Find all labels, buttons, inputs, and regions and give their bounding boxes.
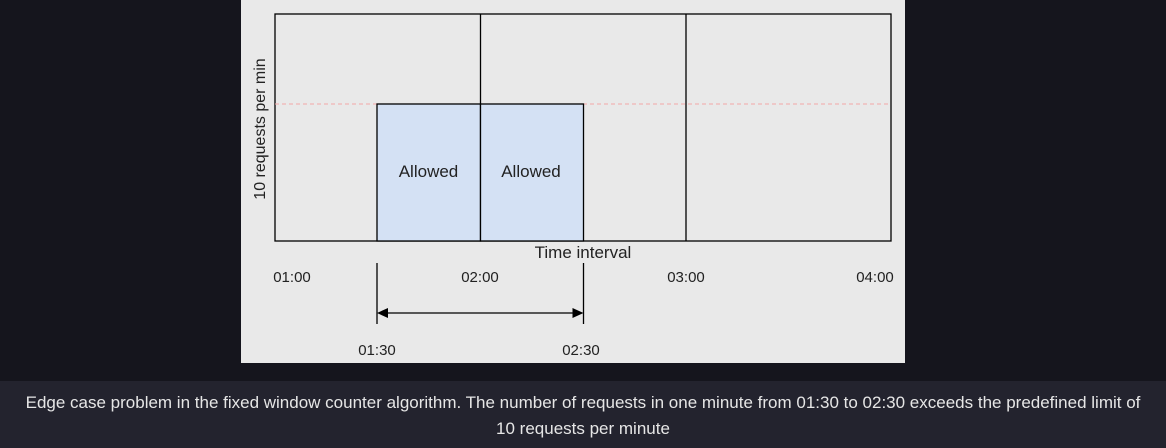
allowed-box-2 [479,103,585,242]
span-end-label: 02:30 [562,342,600,359]
span-start-label: 01:30 [358,342,396,359]
span-arrow-right-head [572,308,584,318]
allowed-box-1 [376,103,482,242]
time-label: 01:00 [273,269,311,286]
figure-caption: Edge case problem in the fixed window co… [0,381,1166,448]
allowed-box-2-label: Allowed [501,162,561,181]
x-axis-label: Time interval [535,243,632,262]
allowed-box-1-label: Allowed [399,162,459,181]
time-label: 03:00 [667,269,705,286]
rate-limit-diagram: Allowed Allowed 10 requests per min Time… [241,0,905,363]
diagram-canvas: Allowed Allowed 10 requests per min Time… [252,13,894,359]
span-arrow-left-head [377,308,388,318]
caption-text: Edge case problem in the fixed window co… [25,393,1141,438]
y-axis-label: 10 requests per min [252,58,269,199]
time-label: 04:00 [856,269,894,286]
time-label: 02:00 [461,269,499,286]
